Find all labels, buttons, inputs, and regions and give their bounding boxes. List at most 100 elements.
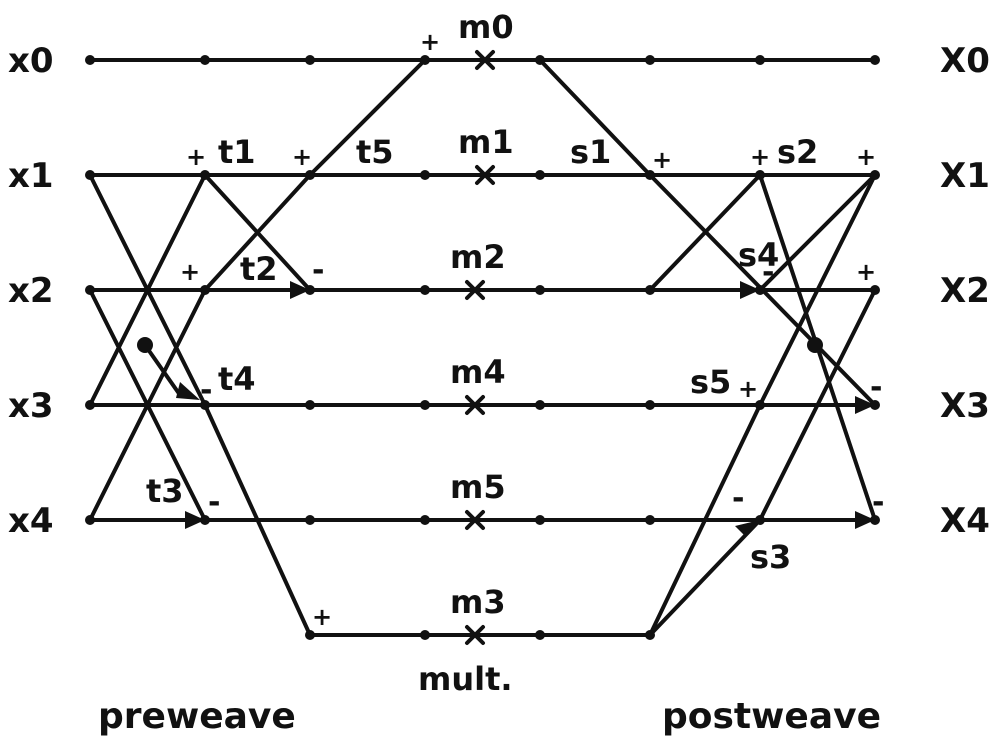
cross-m3 [465, 625, 485, 645]
sign-minus: - [208, 485, 220, 520]
node-dot [870, 515, 880, 525]
node-dot [85, 285, 95, 295]
post-m3-s5 [648, 403, 762, 637]
node-label-t4: t4 [218, 360, 256, 398]
post-m2-s2 [648, 173, 762, 292]
node-dot [535, 55, 545, 65]
cross-m5 [465, 510, 485, 530]
sign-plus: + [652, 146, 672, 174]
pre-t5-m0 [308, 58, 427, 177]
node-dot [870, 400, 880, 410]
input-label-x1: x1 [8, 156, 54, 196]
node-dot [420, 630, 430, 640]
input-label-x3: x3 [8, 386, 54, 426]
node-dot [535, 285, 545, 295]
sign-plus: + [180, 258, 200, 286]
mult-label-m0: m0 [458, 8, 514, 46]
node-dot [645, 55, 655, 65]
post-s5-X1 [758, 173, 877, 407]
node-label-s2: s2 [777, 133, 818, 171]
sign-minus: - [872, 485, 884, 520]
arrowhead-t3 [185, 511, 205, 529]
pre-t2-t5 [203, 173, 312, 292]
mult-label-m2: m2 [450, 238, 506, 276]
sign-plus: + [420, 28, 440, 56]
output-label-X4: X4 [940, 501, 990, 541]
cross-m1 [475, 165, 495, 185]
mult-label-m3: m3 [450, 583, 506, 621]
input-labels: x0 x1 x2 x3 x4 [8, 41, 54, 541]
arrow-shaft-t4 [143, 343, 182, 397]
node-label-s3: s3 [750, 538, 791, 576]
sign-minus: - [870, 370, 882, 405]
node-dot [305, 400, 315, 410]
output-label-X2: X2 [940, 271, 990, 311]
mult-label-m5: m5 [450, 468, 506, 506]
arrowhead-s3 [735, 520, 760, 537]
arrowheads [176, 281, 875, 537]
sign-minus: - [200, 373, 212, 408]
output-label-X0: X0 [940, 41, 990, 81]
arrowhead-x3 [855, 396, 875, 414]
node-dot [200, 400, 210, 410]
mult-label-m4: m4 [450, 353, 506, 391]
pre-node-labels: t1 t2 t3 t4 t5 [146, 133, 394, 510]
node-dot [870, 170, 880, 180]
pre-x3-t1 [88, 173, 207, 407]
node-dot [200, 285, 210, 295]
node-dot [645, 170, 655, 180]
sign-plus: + [292, 143, 312, 171]
node-label-t5: t5 [356, 133, 394, 171]
postweave-label: postweave [662, 696, 881, 737]
node-dot [420, 515, 430, 525]
multiplier-crosses [465, 50, 495, 645]
node-dot [755, 515, 765, 525]
input-label-x0: x0 [8, 41, 54, 81]
sign-plus: + [186, 143, 206, 171]
sign-plus: + [750, 143, 770, 171]
sign-minus: - [312, 253, 324, 288]
node-dot [85, 170, 95, 180]
node-dot [755, 400, 765, 410]
sign-markers: + + + + + + + + + + - - - - - - - [180, 28, 884, 631]
sign-plus: + [856, 143, 876, 171]
node-dot [645, 400, 655, 410]
node-dot [755, 55, 765, 65]
node-dot [85, 400, 95, 410]
cross-m2 [465, 280, 485, 300]
preweave-label: preweave [98, 696, 296, 737]
node-dot [305, 630, 315, 640]
node-label-t3: t3 [146, 472, 184, 510]
output-labels: X0 X1 X2 X3 X4 [940, 41, 990, 541]
sign-minus: - [762, 255, 774, 290]
node-dot [870, 55, 880, 65]
node-dot [535, 170, 545, 180]
sign-plus: + [312, 603, 332, 631]
node-dot [305, 170, 315, 180]
node-label-s5: s5 [690, 363, 731, 401]
node-dot [420, 55, 430, 65]
node-label-t1: t1 [218, 133, 256, 171]
sign-minus: - [732, 481, 744, 516]
node-dot [200, 55, 210, 65]
node-dot [535, 400, 545, 410]
node-dot [645, 630, 655, 640]
preweave-lines [88, 58, 427, 637]
junction-dot [137, 337, 153, 353]
node-label-s1: s1 [570, 133, 611, 171]
post-s3-X2 [758, 288, 877, 522]
input-label-x2: x2 [8, 271, 54, 311]
pre-x4-t2 [88, 288, 207, 522]
node-dot [85, 515, 95, 525]
node-dot [305, 515, 315, 525]
node-dot [870, 285, 880, 295]
node-dot [535, 630, 545, 640]
cross-m0 [475, 50, 495, 70]
junction-dot [807, 337, 823, 353]
node-label-t2: t2 [240, 250, 278, 288]
output-label-X3: X3 [940, 386, 990, 426]
node-dot [420, 170, 430, 180]
arrowhead-t4 [176, 382, 200, 400]
